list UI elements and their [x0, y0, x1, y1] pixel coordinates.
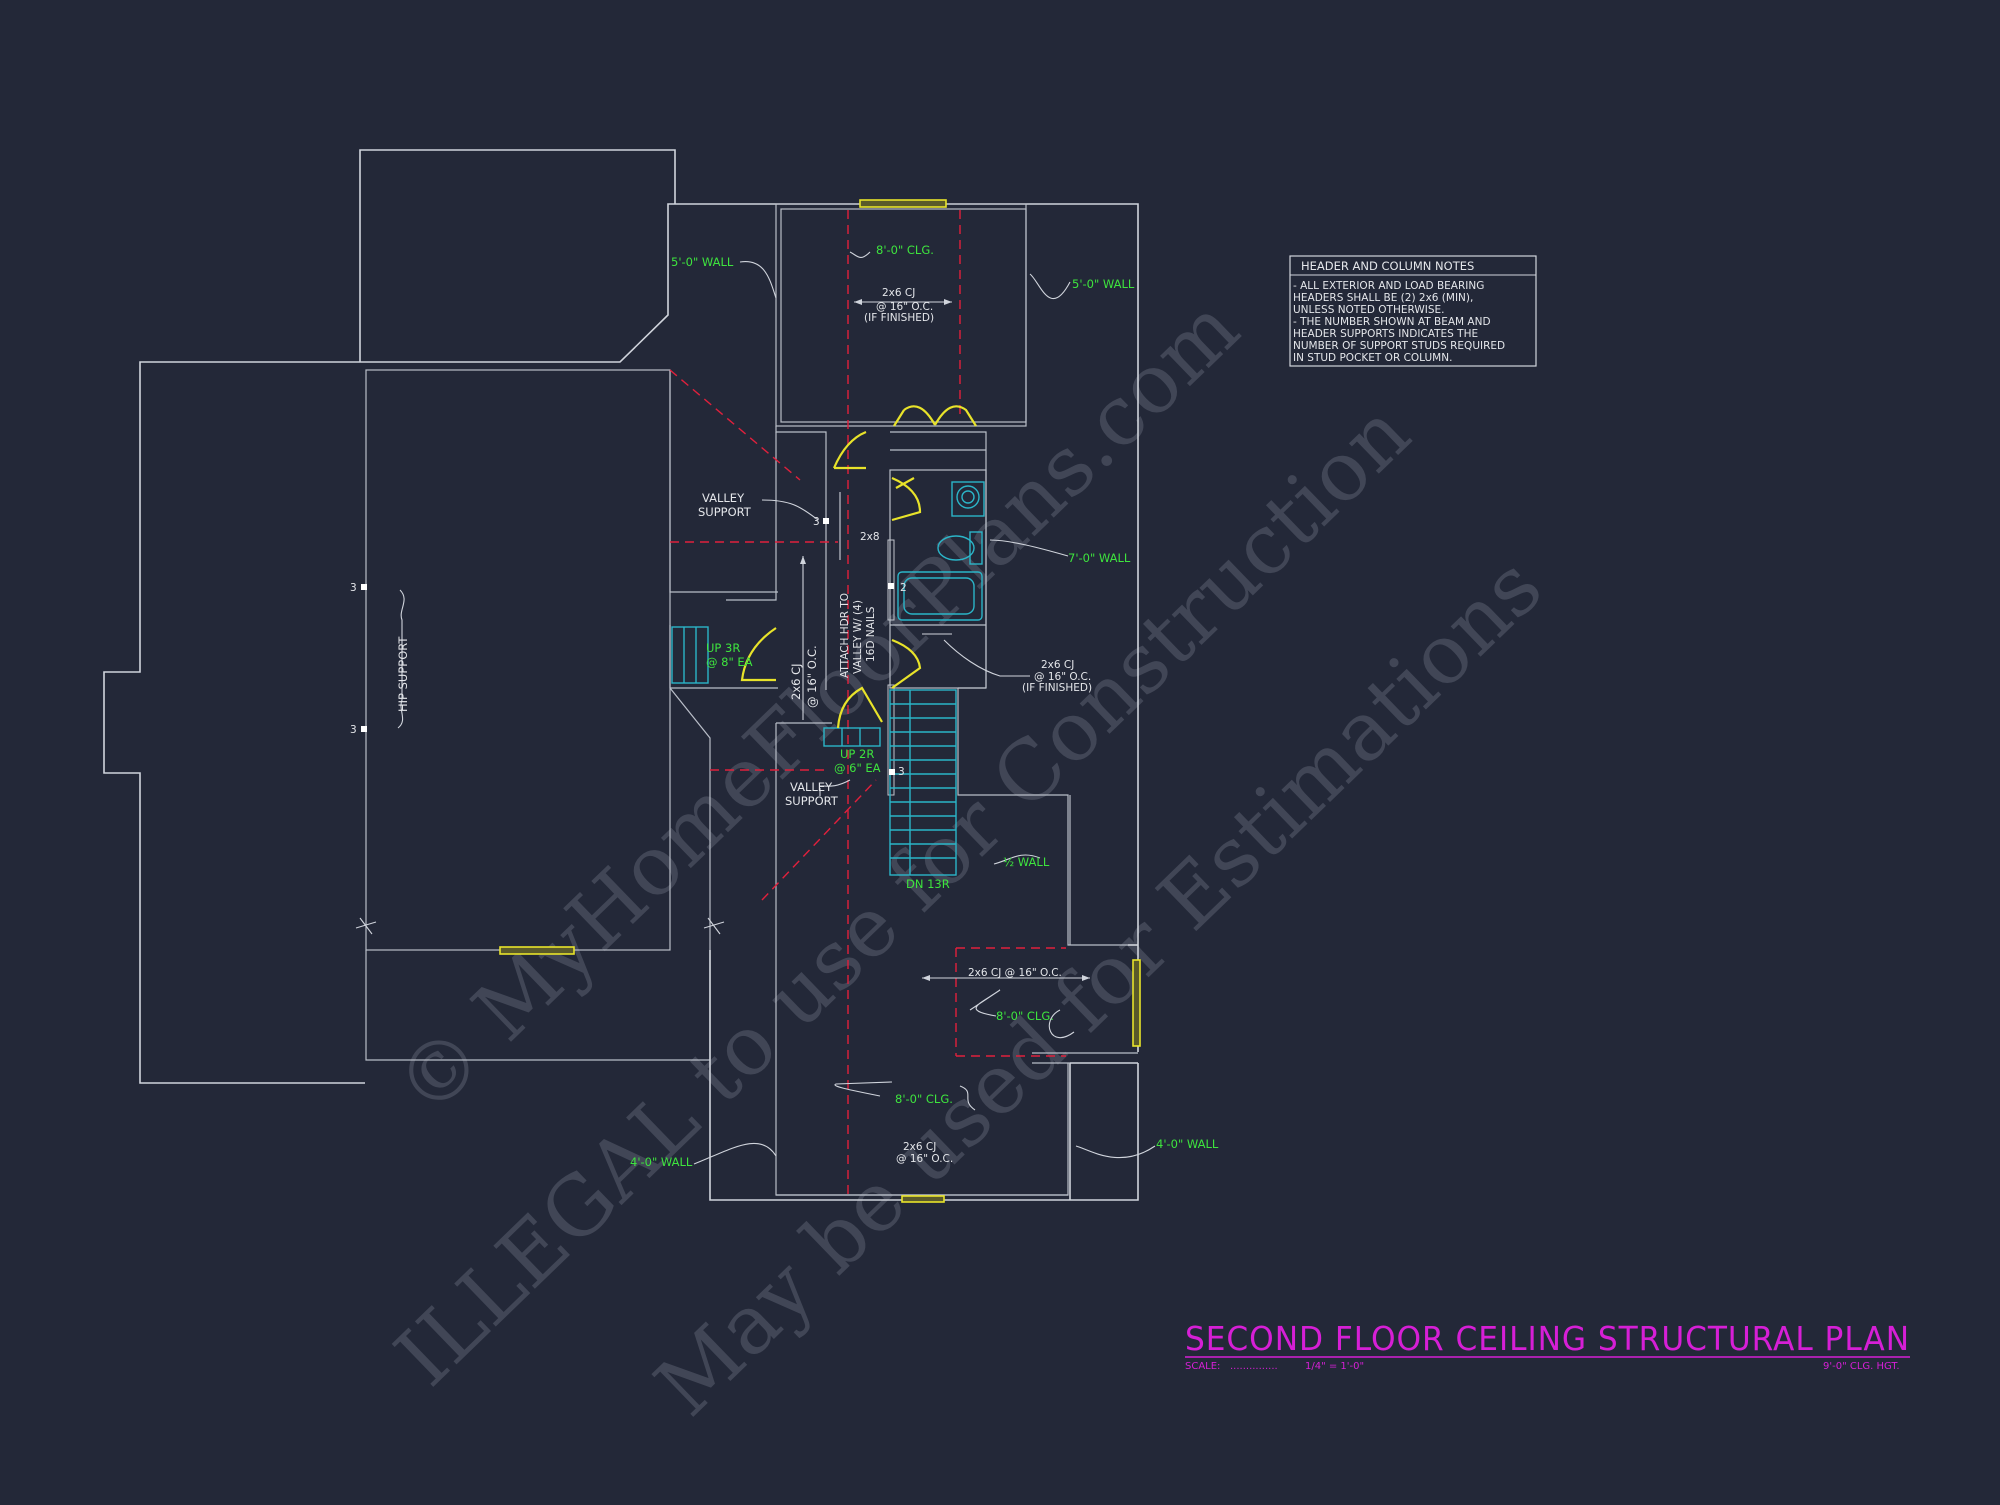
notes-line-4: - THE NUMBER SHOWN AT BEAM AND: [1293, 316, 1491, 328]
notes-line-1: - ALL EXTERIOR AND LOAD BEARING: [1293, 280, 1484, 292]
roof-outline-left: [103, 149, 778, 1084]
label-wall-5ft-right: 5'-0" WALL: [1072, 277, 1135, 291]
doors-windows: [499, 199, 1141, 1203]
bath-fixtures: [897, 481, 985, 621]
label-cj-vertical-2: @ 16" O.C.: [805, 645, 819, 708]
leader-lines: [397, 251, 1156, 1165]
label-up-2r-2: @ 6" EA: [834, 761, 881, 775]
stud-count-4: 2: [900, 582, 907, 594]
label-wall-7ft: 7'-0" WALL: [1068, 551, 1131, 565]
label-cj-vertical-1: 2x6 CJ: [789, 663, 803, 700]
label-header-2x8: 2x8: [860, 531, 880, 543]
label-attach-1: ATTACH HDR TO: [839, 593, 851, 678]
label-valley-top-2: SUPPORT: [698, 505, 752, 519]
label-wall-half: ½ WALL: [1003, 855, 1050, 869]
ceiling-beam-lines: [669, 210, 1066, 1195]
label-cj-top-1: 2x6 CJ: [882, 287, 915, 299]
stud-count-2: 3: [350, 724, 357, 736]
label-wall-4ft-right: 4'-0" WALL: [1156, 1137, 1219, 1151]
label-up-2r-1: UP 2R: [840, 747, 874, 761]
label-cj-bottom-1: 2x6 CJ: [903, 1141, 936, 1153]
drawing-title: SECOND FLOOR CEILING STRUCTURAL PLAN: [1185, 1319, 1910, 1358]
scale-value: 1/4" = 1'-0": [1305, 1361, 1364, 1372]
notes-heading: HEADER AND COLUMN NOTES: [1301, 259, 1474, 273]
label-attach-3: 16D NAILS: [865, 606, 877, 662]
stud-count-3: 3: [813, 516, 820, 528]
title-block: SECOND FLOOR CEILING STRUCTURAL PLAN SCA…: [1185, 1319, 1910, 1372]
stud-count-1: 3: [350, 582, 357, 594]
label-attach-2: VALLEY W/ (4): [852, 600, 864, 674]
label-cj-right-3: (IF FINISHED): [1022, 682, 1092, 694]
scale-label: SCALE:: [1185, 1361, 1220, 1372]
label-hip-support: HIP SUPPORT: [396, 636, 410, 712]
label-cj-bottom-2: @ 16" O.C.: [896, 1153, 953, 1165]
label-cj-mid: 2x6 CJ @ 16" O.C.: [968, 967, 1062, 979]
label-wall-4ft-left: 4'-0" WALL: [630, 1155, 693, 1169]
label-clg-bottom: 8'-0" CLG.: [895, 1092, 953, 1106]
notes-line-6: NUMBER OF SUPPORT STUDS REQUIRED: [1293, 340, 1505, 352]
dimension-lines: [800, 299, 1090, 981]
label-up-3r-2: @ 8" EA: [706, 655, 753, 669]
staircase: [671, 626, 957, 876]
label-clg-right: 8'-0" CLG.: [996, 1009, 1054, 1023]
label-wall-5ft-left: 5'-0" WALL: [671, 255, 734, 269]
label-cj-right-1: 2x6 CJ: [1041, 659, 1074, 671]
notes-line-7: IN STUD POCKET OR COLUMN.: [1293, 352, 1452, 364]
label-cj-top-2: @ 16" O.C.: [876, 301, 933, 313]
watermark-line-2: ILLEGAL to use for Construction: [378, 385, 1428, 1404]
label-valley-bottom-2: SUPPORT: [785, 794, 839, 808]
ceiling-height: 9'-0" CLG. HGT.: [1823, 1361, 1900, 1372]
label-cj-top-3: (IF FINISHED): [864, 312, 934, 324]
interior-walls: [726, 203, 1138, 1196]
notes-line-3: UNLESS NOTED OTHERWISE.: [1293, 304, 1444, 316]
header-column-notes: HEADER AND COLUMN NOTES - ALL EXTERIOR A…: [1289, 255, 1537, 367]
notes-line-5: HEADER SUPPORTS INDICATES THE: [1293, 328, 1478, 340]
label-valley-bottom-1: VALLEY: [790, 780, 833, 794]
stud-count-5: 3: [898, 766, 905, 778]
notes-line-2: HEADERS SHALL BE (2) 2x6 (MIN),: [1293, 292, 1473, 304]
watermark: © MyHomeFloorPlans.com ILLEGAL to use fo…: [378, 280, 1560, 1434]
stud-markers: 3 3 3 2 3: [350, 516, 907, 935]
label-valley-top-1: VALLEY: [702, 491, 745, 505]
scale-dots: ...............: [1230, 1361, 1278, 1372]
label-dn-13r: DN 13R: [906, 877, 950, 891]
label-clg-top: 8'-0" CLG.: [876, 243, 934, 257]
label-cj-right-2: @ 16" O.C.: [1034, 671, 1091, 683]
label-up-3r-1: UP 3R: [706, 641, 740, 655]
